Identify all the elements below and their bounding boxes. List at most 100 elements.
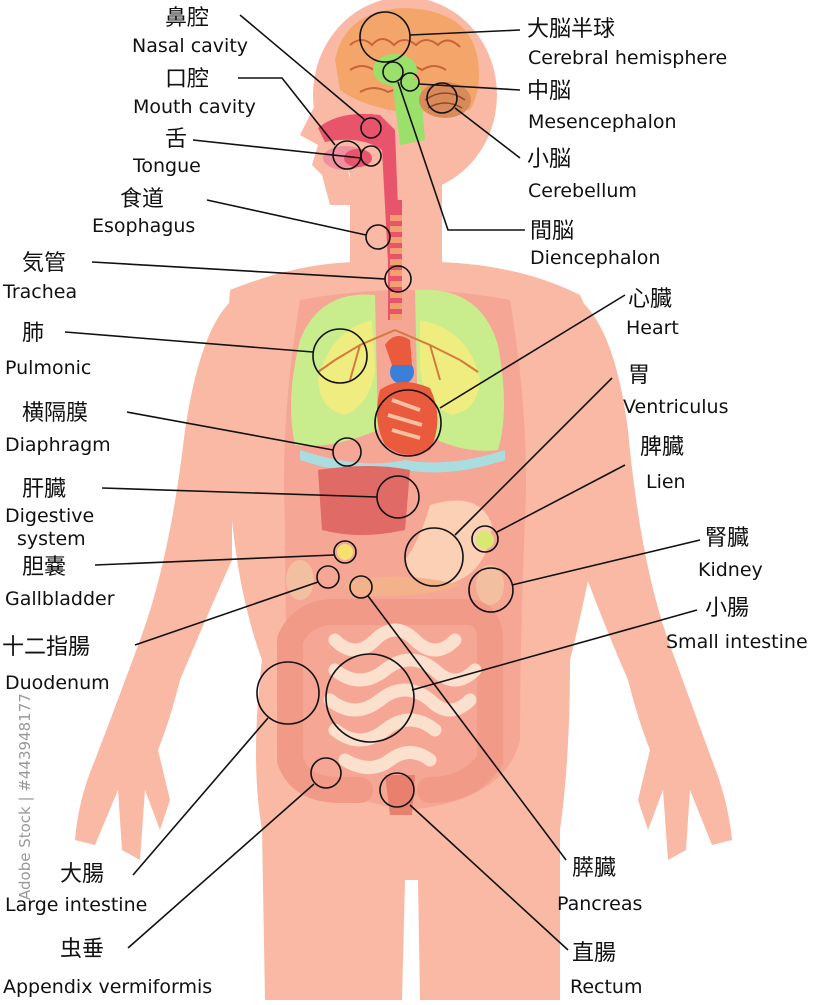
label-cerebellum-ja: 小脳: [527, 147, 571, 172]
leader-liver: [101, 487, 378, 498]
leader-appendix: [127, 783, 315, 949]
label-duodenum-en: Duodenum: [5, 672, 110, 694]
label-lien-en: Lien: [646, 471, 686, 493]
label-esophagus-ja: 食道: [120, 187, 164, 212]
ring-pancreas: [349, 575, 373, 599]
ring-diencephalon: [382, 61, 404, 83]
label-mouth-cavity-en: Mouth cavity: [133, 96, 256, 118]
leader-pulmonic: [64, 331, 314, 353]
label-ventriculus-ja: 胃: [628, 363, 650, 388]
labels-right: 大脳半球 Cerebral hemisphere 中脳 Mesencephalo…: [527, 17, 808, 998]
ring-mesencephalon: [400, 72, 420, 92]
cerebellum-folds: [424, 92, 466, 109]
heart-shape: [376, 381, 438, 455]
label-liver-en-2: system: [17, 528, 86, 550]
leg-gap: [402, 880, 420, 1000]
heart-vessel-blue: [390, 360, 414, 384]
label-diencephalon-ja: 間脳: [530, 219, 574, 244]
trachea-rings: [390, 215, 402, 320]
label-esophagus-en: Esophagus: [92, 215, 195, 237]
heart-aorta: [385, 336, 412, 365]
label-cerebral-hemisphere-ja: 大脳半球: [527, 17, 615, 42]
label-cerebellum-en: Cerebellum: [528, 180, 637, 202]
leader-gallbladder: [94, 554, 335, 566]
ring-heart: [374, 389, 442, 457]
ring-spleen: [471, 525, 499, 553]
leader-mouth-cavity: [238, 77, 336, 146]
label-appendix-ja: 虫垂: [60, 937, 104, 962]
label-heart-en: Heart: [626, 317, 679, 339]
ring-tongue: [360, 145, 382, 167]
label-diencephalon-en: Diencephalon: [530, 247, 660, 269]
gallbladder-shape: [337, 544, 353, 560]
label-mesencephalon-ja: 中脳: [527, 79, 571, 104]
leader-heart: [439, 294, 626, 409]
label-large-intestine-en: Large intestine: [5, 894, 147, 916]
large-intestine-shape: [277, 599, 503, 803]
kidney-right-shape: [476, 565, 504, 605]
stomach-shape: [405, 500, 492, 585]
ring-pulmonic: [312, 328, 368, 384]
label-appendix-en: Appendix vermiformis: [3, 976, 212, 998]
label-pancreas-ja: 膵臓: [572, 856, 616, 881]
label-diaphragm-ja: 横隔膜: [22, 401, 88, 426]
left-arm: [75, 300, 232, 860]
ring-rectum: [379, 772, 415, 808]
label-liver-en-1: Digestive: [5, 505, 94, 527]
ring-diaphragm: [332, 437, 362, 467]
heart: [376, 336, 438, 455]
intestines: [277, 599, 503, 815]
leader-diencephalon: [397, 81, 525, 231]
rectum-shape: [385, 775, 415, 815]
leader-trachea: [91, 261, 386, 280]
labels-left: 鼻腔 Nasal cavity 口腔 Mouth cavity 舌 Tongue…: [2, 6, 256, 998]
leader-diaphragm: [126, 411, 334, 451]
label-tongue-ja: 舌: [165, 127, 187, 152]
label-ventriculus-en: Ventriculus: [623, 396, 729, 418]
leader-cerebral-hemisphere: [409, 29, 521, 36]
bronchi: [317, 329, 479, 381]
spleen-shape: [476, 531, 494, 549]
label-duodenum-ja: 十二指腸: [2, 635, 90, 660]
label-gallbladder-en: Gallbladder: [5, 588, 115, 610]
kidney-left-shape: [286, 560, 314, 600]
label-mouth-cavity-ja: 口腔: [165, 67, 209, 92]
ring-esophagus: [365, 224, 391, 250]
leader-duodenum: [134, 581, 319, 646]
label-pancreas-en: Pancreas: [557, 893, 642, 915]
leader-pancreas: [367, 595, 567, 861]
ring-large-intestine: [256, 661, 320, 725]
leader-nasal-cavity: [239, 14, 366, 121]
ring-duodenum: [316, 565, 340, 589]
label-diaphragm-en: Diaphragm: [5, 434, 111, 456]
heart-detail: [387, 398, 423, 440]
label-mesencephalon-en: Mesencephalon: [528, 111, 677, 133]
leader-esophagus: [206, 199, 367, 236]
label-gallbladder-ja: 胆嚢: [22, 555, 66, 580]
ring-cerebellum: [426, 82, 458, 114]
label-trachea-ja: 気管: [22, 251, 66, 276]
leader-small-intestine: [411, 609, 698, 691]
label-cerebral-hemisphere-en: Cerebral hemisphere: [528, 47, 727, 69]
right-lung-inner: [420, 320, 480, 415]
ring-nasal-cavity: [360, 117, 382, 139]
ring-stomach: [404, 527, 464, 587]
right-arm: [580, 300, 732, 860]
leader-rectum: [409, 804, 569, 951]
label-trachea-en: Trachea: [2, 281, 77, 303]
label-pulmonic-ja: 肺: [22, 321, 44, 346]
label-rectum-ja: 直腸: [572, 941, 616, 966]
ring-small-intestine: [325, 653, 415, 743]
pancreas-shape: [345, 576, 460, 597]
label-large-intestine-ja: 大腸: [60, 862, 104, 887]
liver-shape: [318, 466, 410, 535]
label-heart-ja: 心臓: [628, 287, 672, 312]
leader-tongue: [192, 139, 362, 159]
abdomen-organs: [286, 466, 504, 605]
leader-kidney: [511, 539, 701, 586]
label-kidney-en: Kidney: [698, 559, 763, 581]
label-small-intestine-en: Small intestine: [666, 631, 808, 653]
ring-gallbladder: [333, 540, 357, 564]
